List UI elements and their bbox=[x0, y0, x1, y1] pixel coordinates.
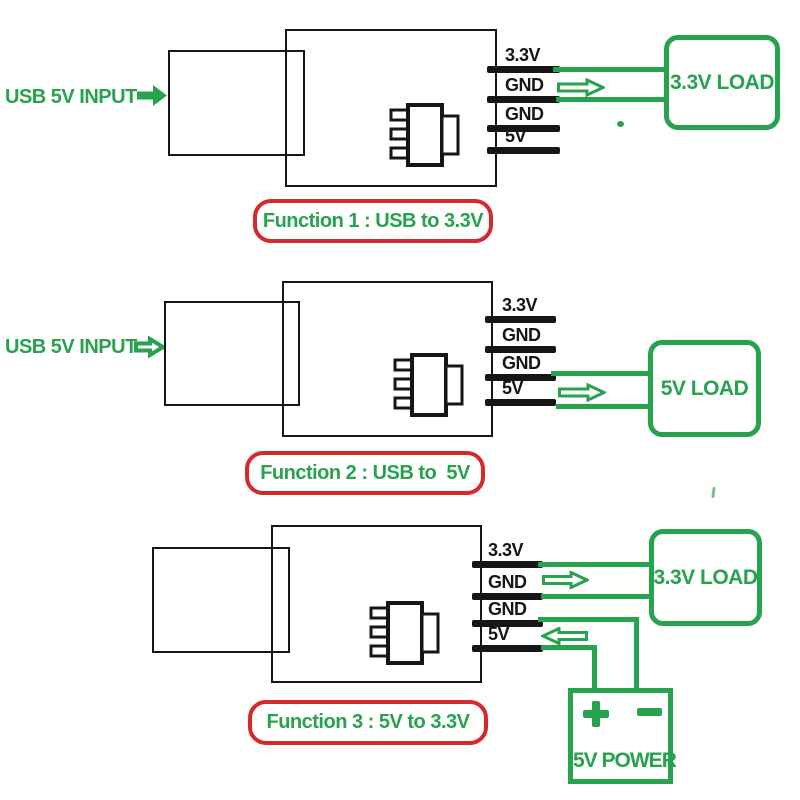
pin-gnd1-label: GND bbox=[488, 572, 527, 592]
caption-function-1: Function 1 : USB to 3.3V bbox=[253, 199, 493, 243]
pin-gnd2-label: GND bbox=[505, 104, 544, 124]
pin-3v3-label: 3.3V bbox=[488, 540, 524, 560]
pin-gnd2 bbox=[485, 374, 556, 381]
pin-5v-label: 5V bbox=[502, 378, 524, 398]
pin-5v-label: 5V bbox=[505, 126, 527, 146]
wire-gnd-to-load bbox=[556, 97, 665, 102]
pin-3v3 bbox=[472, 561, 543, 568]
input-arrow-icon bbox=[137, 84, 168, 107]
module-outline bbox=[271, 525, 482, 683]
pin-gnd2-label: GND bbox=[488, 599, 527, 619]
usb-input-label: USB 5V INPUT bbox=[5, 86, 137, 108]
load-box-label: 5V LOAD bbox=[660, 376, 749, 400]
flow-arrow-right-icon bbox=[558, 383, 606, 402]
pin-3v3-label: 3.3V bbox=[502, 295, 538, 315]
pin-gnd1 bbox=[487, 96, 560, 103]
regulator-chip-icon bbox=[392, 353, 465, 417]
flow-arrow-right-icon bbox=[557, 78, 605, 97]
minus-icon bbox=[637, 708, 662, 716]
pin-gnd1-label: GND bbox=[505, 75, 544, 95]
power-source-box: 5V POWER bbox=[568, 688, 677, 784]
caption-text: Function 3 : 5V to 3.3V bbox=[266, 711, 470, 733]
flow-arrow-left-icon bbox=[541, 627, 588, 645]
load-box-3v3: 3.3V LOAD bbox=[649, 529, 762, 626]
module-outline bbox=[282, 281, 493, 437]
plus-icon bbox=[592, 701, 600, 727]
pin-5v bbox=[485, 399, 556, 406]
flow-arrow-right-icon bbox=[542, 571, 589, 589]
wire-3v3-to-load bbox=[538, 562, 651, 567]
usb-input-label: USB 5V INPUT bbox=[5, 336, 137, 358]
pin-gnd1-label: GND bbox=[502, 325, 541, 345]
load-box-label: 3.3V LOAD bbox=[653, 565, 758, 589]
wire-gnd-to-power bbox=[538, 617, 639, 622]
pin-3v3 bbox=[487, 66, 560, 73]
module-outline bbox=[285, 29, 497, 187]
power-source-label: 5V POWER bbox=[573, 749, 677, 772]
load-box-label: 3.3V LOAD bbox=[669, 70, 775, 94]
load-box-3v3: 3.3V LOAD bbox=[664, 35, 780, 130]
pin-3v3-label: 3.3V bbox=[505, 45, 541, 65]
usb-plug-outline bbox=[164, 301, 300, 406]
pin-gnd2-label: GND bbox=[502, 353, 541, 373]
wire-5v-to-power bbox=[541, 645, 597, 650]
caption-function-2: Function 2 : USB to 5V bbox=[245, 451, 485, 495]
wire-gnd-to-load bbox=[541, 594, 651, 599]
pin-gnd1 bbox=[472, 593, 543, 600]
pin-5v bbox=[487, 147, 560, 154]
wire-5v-to-power-drop bbox=[592, 645, 597, 691]
input-arrow-icon bbox=[134, 336, 165, 358]
wire-5v-to-load bbox=[556, 404, 650, 409]
caption-function-3: Function 3 : 5V to 3.3V bbox=[248, 700, 488, 745]
caption-text: Function 2 : USB to 5V bbox=[260, 461, 470, 484]
caption-text: Function 1 : USB to 3.3V bbox=[262, 209, 484, 232]
pin-gnd2 bbox=[472, 620, 543, 627]
regulator-chip-icon bbox=[368, 601, 441, 665]
load-box-5v: 5V LOAD bbox=[648, 340, 761, 437]
pin-gnd2 bbox=[487, 125, 560, 132]
pin-5v bbox=[472, 645, 543, 652]
stray-dot bbox=[617, 121, 624, 127]
wire-gnd-to-power-drop bbox=[634, 617, 639, 691]
pin-5v-label: 5V bbox=[488, 624, 510, 644]
wire-gnd-to-load bbox=[551, 371, 650, 376]
usb-plug-outline bbox=[168, 50, 305, 156]
pin-3v3 bbox=[485, 316, 556, 323]
regulator-chip-icon bbox=[388, 103, 461, 167]
pin-gnd1 bbox=[485, 346, 556, 353]
usb-plug-outline bbox=[152, 547, 290, 653]
wire-3v3-to-load bbox=[553, 67, 665, 72]
